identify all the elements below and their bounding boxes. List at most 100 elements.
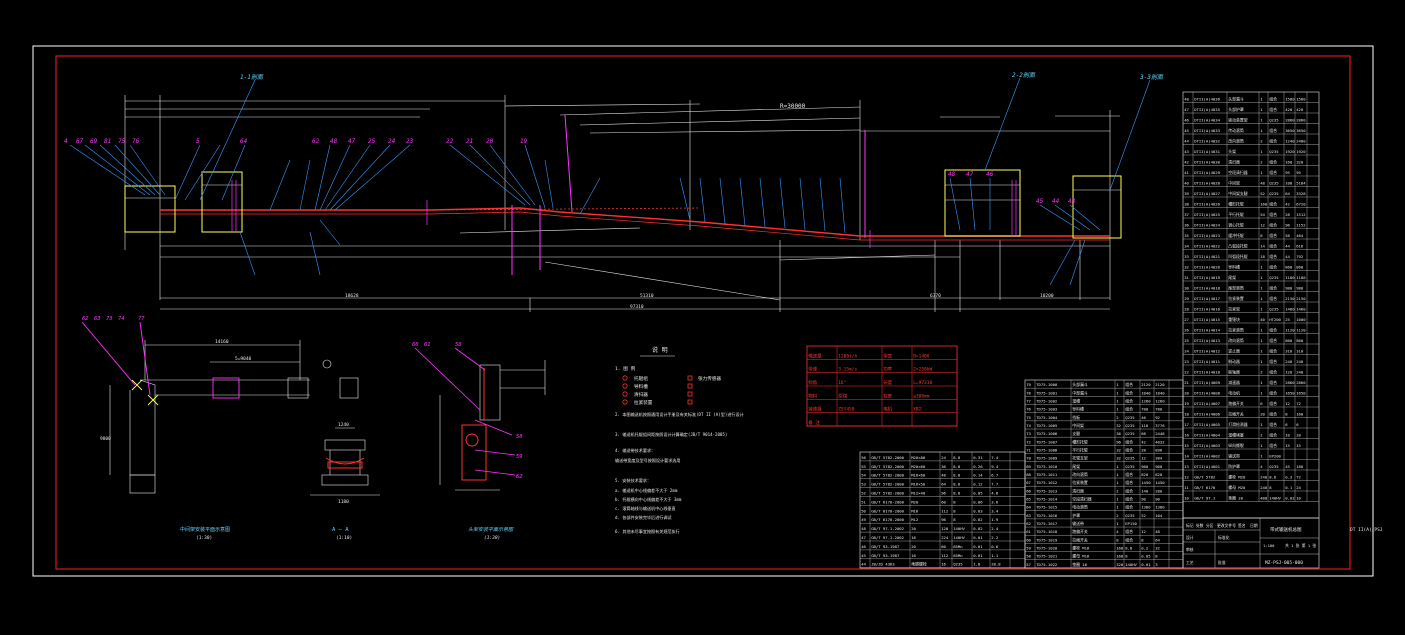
bom-right-cell: 溜槽堵塞 [1228, 433, 1244, 438]
bom-right-cell: 纵向撕裂 [1228, 443, 1244, 448]
bom-left-cell: 地脚螺栓 [911, 562, 927, 567]
bom-right-cell: Q235 [1269, 307, 1279, 312]
bom-mid-cell: TD75-1015 [1036, 505, 1058, 510]
bom-left-cell: 2.2 [991, 535, 999, 540]
bom-right-cell: 1 [1260, 328, 1263, 333]
bom-left-cell: 0.26 [973, 464, 983, 469]
bom-mid-cell: Q235 [1125, 423, 1135, 428]
bom-mid-cell: 0.01 [1141, 562, 1151, 567]
bom-right-cell: 44 [1285, 254, 1290, 259]
param-cell: ZSY450 [838, 407, 855, 413]
bom-mid-cell: 组合 [1125, 407, 1133, 412]
d2-dim-1: 1240 [338, 422, 349, 428]
bom-right-cell: DTII(A)4022 [1194, 244, 1220, 249]
bom-right-cell: 导料槽 [1228, 265, 1240, 270]
bom-right-cell: Q235 [1269, 191, 1279, 196]
dim-overall-total: 97310 [630, 304, 644, 310]
bom-right-cell: 拉紧装置 [1228, 296, 1244, 301]
bom-mid-cell: TD75-1001 [1036, 390, 1058, 395]
bom-left-cell: 28.8 [991, 562, 1001, 567]
bom-mid-cell: 67 [1026, 480, 1031, 485]
bom-right-cell: 0.1 [1285, 485, 1293, 490]
tb-sheet: 共 1 张 第 1 张 [1285, 543, 1316, 548]
bom-left-cell: GB/T 93-1987 [871, 553, 900, 558]
param-cell: 输送量 [808, 352, 822, 359]
bom-right-cell: 组合 [1269, 97, 1277, 102]
bom-left-cell: 7.7 [991, 482, 999, 487]
bom-right-cell: 41 [1184, 170, 1189, 175]
bom-mid-cell: Q235 [1125, 456, 1135, 461]
callout-81: 81 [104, 138, 111, 145]
bom-right-cell: 中间架 [1228, 181, 1240, 186]
bom-right-cell: DTII(A)4030 [1194, 160, 1220, 165]
bom-right-cell: 跑偏开关 [1228, 401, 1244, 406]
bom-right-cell: 1 [1260, 391, 1263, 396]
bom-right-cell: 垫圈 20 [1228, 496, 1243, 501]
param-cell: 长度 [883, 379, 892, 386]
bom-right-cell: 19 [1184, 401, 1189, 406]
bom-mid-cell: 52 [1141, 513, 1146, 518]
param-cell: 16° [838, 380, 846, 386]
bom-left-cell: M12 [911, 517, 919, 522]
bom-right-cell: DTII(A)4015 [1194, 317, 1220, 322]
bom-right-cell: 1 [1260, 97, 1263, 102]
bom-mid-cell: 32 [1155, 546, 1160, 551]
bom-right-cell: 20 [1260, 412, 1265, 417]
bom-mid-cell: 64 [1026, 505, 1031, 510]
bom-left-cell: 48 [861, 526, 866, 531]
bom-mid-cell: TD75-1004 [1036, 415, 1058, 420]
bom-mid-cell: 960 [1141, 464, 1149, 469]
bom-mid-cell: 1450 [1155, 480, 1165, 485]
bom-left-cell: GB/T 97.1-2002 [871, 535, 904, 540]
bom-right-cell: DTII(A)4020 [1194, 265, 1220, 270]
bom-right-cell: 14 [1184, 454, 1189, 459]
bom-right-cell: DTII(A)4002 [1194, 454, 1220, 459]
bom-right-cell: 组合 [1269, 202, 1277, 207]
bom-right-cell: 组合 [1269, 233, 1277, 238]
bom-right-cell: DTII(A)4036 [1194, 97, 1220, 102]
bom-right-cell: 0.3 [1285, 475, 1293, 480]
d3-callout-60: 60 [412, 342, 419, 348]
bom-right-cell: 18 [1260, 254, 1265, 259]
bom-mid-cell: 组合 [1125, 390, 1133, 395]
notes-title: 说 明 [652, 346, 668, 354]
bom-right-cell: 8 [1260, 233, 1263, 238]
note-line-9: d. 各部件安装完毕后进行调试 [615, 514, 672, 520]
bom-right-cell: 40 [1260, 317, 1265, 322]
bom-mid-cell: 螺母 M16 [1072, 554, 1090, 559]
bom-right-cell: GB/T 6170 [1194, 485, 1216, 490]
bom-left-cell: 49 [861, 517, 866, 522]
bom-mid-cell: 8 [1141, 537, 1144, 542]
bom-right-cell: 44 [1285, 244, 1290, 249]
bom-mid-cell: 75 [1026, 415, 1031, 420]
param-cell: 物料 [808, 392, 817, 399]
param-cell: 电机 [883, 406, 892, 413]
bom-left-cell: 64 [941, 482, 946, 487]
external-label: DT II(A)_PSJ [1350, 527, 1383, 533]
bom-mid-cell: 74 [1026, 423, 1031, 428]
bom-mid-cell: 组合 [1125, 537, 1133, 542]
bom-right-cell: 31 [1184, 275, 1189, 280]
tb-header: 标记 [1186, 523, 1194, 528]
bom-right-cell: 1580 [1285, 97, 1295, 102]
bom-left-cell: 46 [861, 544, 866, 549]
bom-right-cell: 46 [1184, 118, 1189, 123]
bom-right-cell: 3650 [1285, 128, 1295, 133]
bom-mid-cell: Q235 [1125, 431, 1135, 436]
tb-header-4: 更改文件号 [1217, 523, 1236, 528]
bom-mid-cell: 2120 [1155, 382, 1165, 387]
bom-right-cell: 95 [1296, 170, 1301, 175]
d3-scale: (1:30) [484, 535, 500, 541]
bom-left-cell: Q235 [953, 562, 963, 567]
bom-mid-cell: 384 [1155, 456, 1163, 461]
bom-right-cell: 组合 [1269, 433, 1277, 438]
bom-right-cell: 1120 [1296, 328, 1306, 333]
bom-right-cell: 组合 [1269, 254, 1277, 259]
bom-right-cell: 改向滚筒 [1228, 338, 1244, 343]
bom-left-cell: M20 [911, 499, 919, 504]
bom-right-cell: 1580 [1296, 97, 1306, 102]
bom-right-cell: 3328 [1296, 191, 1306, 196]
bom-right-cell: 1460 [1285, 307, 1295, 312]
bom-mid-cell: Q235 [1125, 513, 1135, 518]
